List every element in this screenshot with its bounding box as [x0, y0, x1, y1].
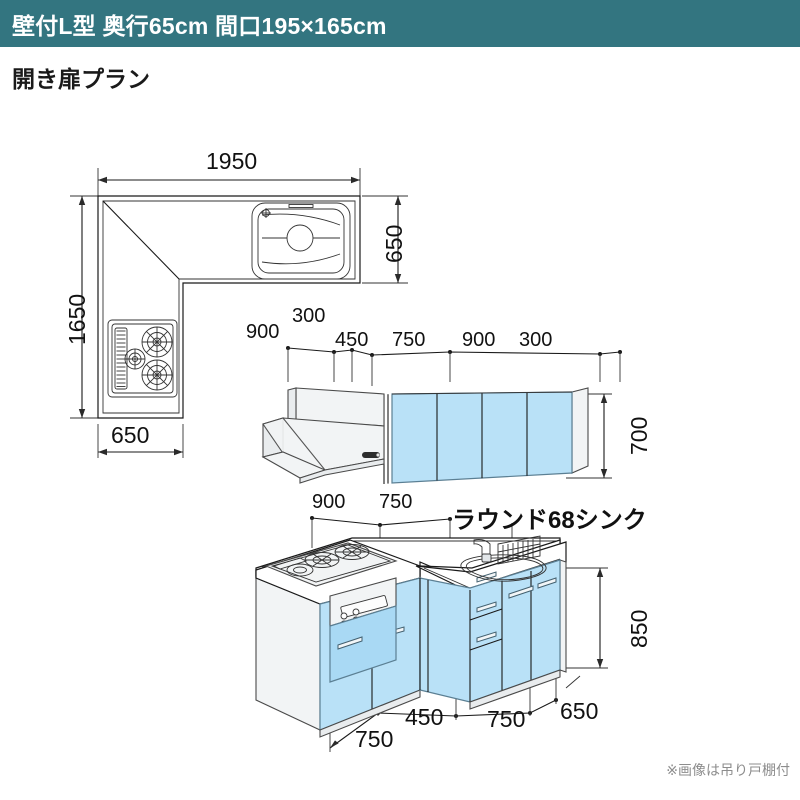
plan-sink: [251, 202, 351, 280]
title-bar: 壁付L型 奥行65cm 間口195×165cm: [0, 0, 800, 47]
range-hood: [261, 387, 385, 484]
plan-burner-large-1: [141, 326, 173, 358]
plan-cooktop: [107, 319, 178, 398]
subtitle: 開き扉プラン: [12, 66, 150, 92]
base-bottom-dim-450: 450: [405, 704, 444, 730]
plan-depth-dimension: [362, 195, 408, 284]
iso-round-sink: [460, 535, 547, 582]
page-title: 壁付L型 奥行65cm 間口195×165cm: [12, 12, 387, 39]
base-top-dim-900: 900: [312, 491, 346, 513]
base-height-label: 850: [626, 609, 652, 648]
plan-side-depth-dimension: [97, 424, 184, 458]
wall-dim-300-a: 300: [292, 305, 326, 327]
plan-burner-small: [124, 348, 146, 370]
iso-burner-2: [334, 544, 370, 560]
wall-cabinet-body: [383, 387, 589, 484]
wall-dim-450: 450: [335, 329, 369, 351]
wall-dim-750: 750: [392, 329, 426, 351]
base-top-dim-750: 750: [379, 491, 413, 513]
plan-counter-outline: [97, 195, 361, 419]
base-right-leg: [415, 539, 567, 710]
plan-side-depth-label: 650: [111, 422, 150, 448]
wall-cabinet-top-dimension: [286, 346, 622, 386]
wall-dim-900-a: 900: [246, 321, 280, 343]
wall-dim-300-b: 300: [519, 329, 553, 351]
iso-dish-rack: [497, 535, 541, 565]
plan-width-label: 1950: [206, 148, 258, 174]
sink-model-label: ラウンド68シンク: [452, 507, 647, 534]
plan-faucet-icon: [261, 208, 271, 218]
base-height-dimension: [560, 567, 608, 669]
wall-dim-900-b: 900: [462, 329, 496, 351]
plan-burner-large-2: [141, 359, 173, 391]
base-depth-label: 650: [560, 698, 599, 724]
base-bottom-dim-750-a: 750: [355, 726, 394, 752]
iso-gas-cooktop: [264, 542, 398, 683]
drawer-stack: [469, 571, 503, 651]
footnote: ※画像は吊り戸棚付: [666, 762, 790, 778]
base-bottom-dim-750-b: 750: [487, 706, 526, 732]
iso-faucet: [473, 539, 492, 563]
plan-width-dimension: [97, 168, 361, 200]
iso-burner-3: [286, 563, 314, 577]
